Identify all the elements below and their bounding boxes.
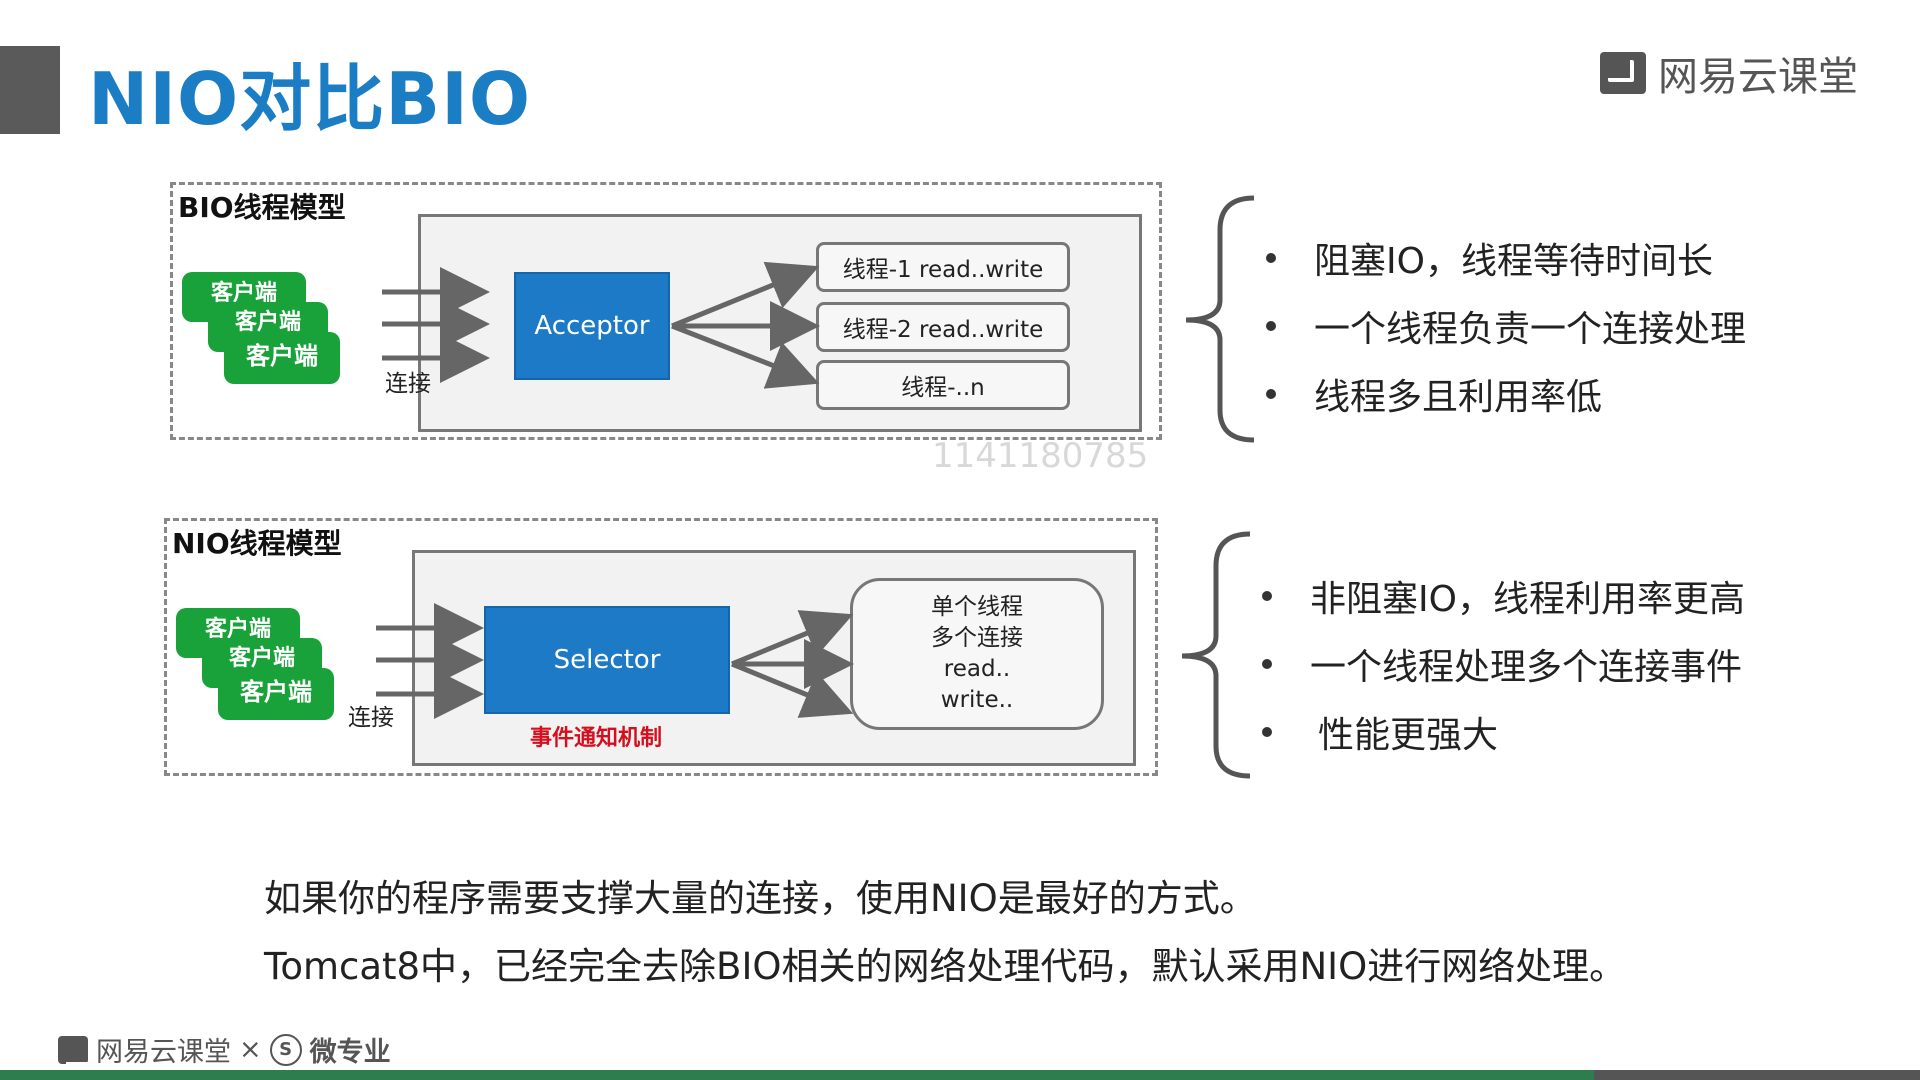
bio-section-label: BIO线程模型	[178, 191, 346, 224]
bio-client-3: 客户端	[224, 332, 340, 384]
bullet-dot	[1266, 253, 1276, 263]
note-line-1: 如果你的程序需要支撑大量的连接，使用NIO是最好的方式。	[264, 877, 1257, 920]
bio-diagram	[170, 182, 1162, 440]
nio-client-3: 客户端	[218, 668, 334, 720]
nio-bullet-text: 非阻塞IO，线程利用率更高	[1310, 579, 1745, 620]
brand-logo-text: 网易云课堂	[1658, 54, 1858, 100]
bullet-dot	[1266, 321, 1276, 331]
bullet-dot	[1266, 389, 1276, 399]
video-progress-bar[interactable]	[0, 1070, 1920, 1080]
single-thread-box: 单个线程 多个连接 read.. write..	[850, 578, 1104, 730]
footer-brand-text: 网易云课堂	[96, 1037, 231, 1068]
title-accent-bar	[0, 46, 60, 134]
worker-line: write..	[940, 687, 1014, 713]
nio-section-label: NIO线程模型	[172, 527, 342, 560]
worker-line: 多个连接	[931, 625, 1023, 651]
nio-diagram	[164, 518, 1158, 776]
selector-box: Selector	[484, 606, 730, 714]
thread-box-2: 线程-2 read..write	[816, 302, 1070, 352]
bio-brace	[1185, 195, 1255, 443]
bio-connection-label: 连接	[385, 371, 431, 397]
bio-bullet-1: 阻塞IO，线程等待时间长	[1266, 232, 1713, 284]
nio-brace	[1181, 531, 1251, 779]
nio-bullet-2: 一个线程处理多个连接事件	[1262, 638, 1742, 690]
nio-connection-label: 连接	[348, 705, 394, 731]
thread-box-1: 线程-1 read..write	[816, 242, 1070, 292]
video-progress-remaining	[1594, 1070, 1920, 1080]
bullet-dot	[1262, 659, 1272, 669]
nio-bullet-text: 性能更强大	[1318, 715, 1499, 756]
bio-bullet-2: 一个线程负责一个连接处理	[1266, 300, 1746, 352]
footer-separator: ×	[239, 1034, 262, 1065]
watermark-text: 1141180785	[932, 436, 1149, 476]
note-line-2: Tomcat8中，已经完全去除BIO相关的网络处理代码，默认采用NIO进行网络处…	[264, 945, 1627, 988]
book-icon	[58, 1035, 92, 1066]
bio-bullet-text: 线程多且利用率低	[1314, 377, 1603, 418]
footer-partner-text: 微专业	[309, 1037, 391, 1068]
slide-title: NIO对比BIO	[88, 57, 532, 141]
partner-logo-icon: S	[269, 1033, 302, 1066]
footer-brand: 网易云课堂 × S 微专业	[58, 1030, 391, 1069]
book-icon	[1600, 52, 1646, 94]
event-notification-label: 事件通知机制	[530, 726, 663, 751]
nio-bullet-3: 性能更强大	[1262, 706, 1498, 758]
bio-bullet-3: 线程多且利用率低	[1266, 368, 1602, 420]
nio-bullet-text: 一个线程处理多个连接事件	[1310, 647, 1743, 688]
worker-line: read..	[943, 656, 1011, 682]
worker-line: 单个线程	[931, 594, 1023, 620]
bullet-dot	[1262, 591, 1272, 601]
brand-logo: 网易云课堂	[1600, 44, 1858, 102]
bio-bullet-text: 一个线程负责一个连接处理	[1314, 309, 1747, 350]
bio-bullet-text: 阻塞IO，线程等待时间长	[1314, 241, 1713, 282]
thread-box-n: 线程-..n	[816, 360, 1070, 410]
nio-bullet-1: 非阻塞IO，线程利用率更高	[1262, 570, 1745, 622]
bullet-dot	[1262, 727, 1272, 737]
acceptor-box: Acceptor	[514, 272, 670, 380]
